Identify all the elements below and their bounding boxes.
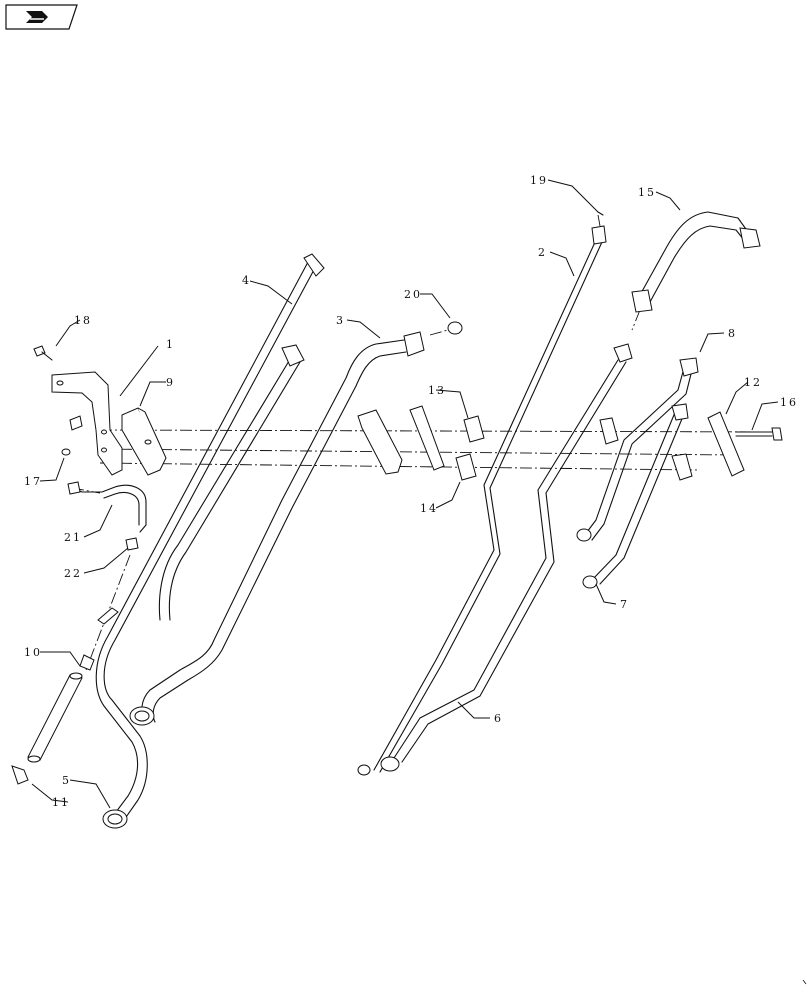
callout-1: 1	[166, 338, 175, 351]
part-1-bracket	[51, 371, 123, 476]
callout-15: 15	[638, 186, 656, 199]
part-14-clamp-insert	[455, 453, 477, 481]
callout-4: 4	[242, 274, 251, 287]
callout-11: 11	[52, 796, 70, 809]
callout-18: 18	[74, 314, 92, 327]
part-5-pipe	[102, 344, 305, 829]
callout-21: 21	[64, 531, 82, 544]
callout-labels: 1 2 3 4 5 6 7 8 9 10 11 12 13 14 15 16 1…	[24, 174, 798, 809]
corner-tick	[802, 979, 807, 985]
callout-12: 12	[744, 376, 762, 389]
part-clamp-halves	[357, 405, 693, 481]
callout-3: 3	[336, 314, 345, 327]
part-19-clip	[597, 211, 604, 216]
callout-8: 8	[728, 327, 737, 340]
part-13-clamp-insert	[463, 415, 485, 443]
part-12-plate	[707, 411, 745, 477]
callout-20: 20	[404, 288, 422, 301]
callout-2: 2	[538, 246, 547, 259]
callout-17: 17	[24, 475, 42, 488]
part-20-o-ring	[447, 321, 463, 335]
callout-6: 6	[494, 712, 503, 725]
callout-9: 9	[166, 376, 175, 389]
part-9-clamp-block	[121, 407, 167, 476]
part-18-screw	[33, 345, 53, 361]
callout-19: 19	[530, 174, 548, 187]
part-8-pipe	[576, 357, 699, 542]
callout-14: 14	[420, 502, 438, 515]
callout-leaders	[31, 179, 779, 809]
part-6-pipe	[380, 343, 633, 772]
callout-13: 13	[428, 384, 446, 397]
part-15-hose	[631, 211, 761, 313]
part-11-nozzle	[11, 607, 119, 785]
part-21-hose	[67, 481, 147, 533]
part-16-bolt	[735, 427, 783, 441]
callout-7: 7	[620, 598, 629, 611]
part-3-pipe	[129, 331, 425, 726]
callout-5: 5	[62, 774, 71, 787]
part-22-fitting	[125, 537, 139, 551]
page-arrow-icon	[26, 11, 48, 23]
part-17-nut	[61, 448, 71, 456]
part-10-sleeve	[27, 672, 83, 763]
part-7-pipe	[582, 403, 689, 589]
page-nav-button[interactable]	[5, 4, 78, 30]
callout-16: 16	[780, 396, 798, 409]
callout-22: 22	[64, 567, 82, 580]
part-4-pipe	[95, 253, 325, 821]
callout-10: 10	[24, 646, 42, 659]
part-2-pipe	[357, 225, 607, 776]
